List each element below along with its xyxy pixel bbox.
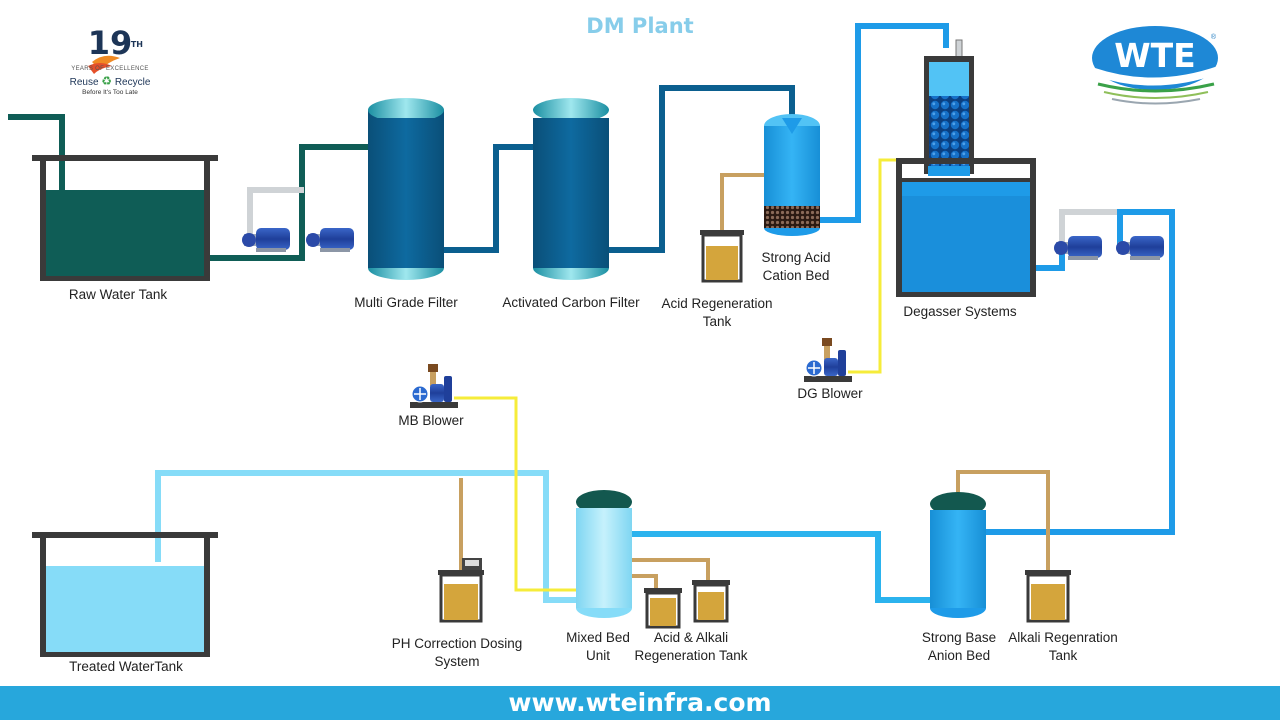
years-text: YEARS OF EXCELLENCE (71, 66, 149, 72)
label-acid-regeneration-tank: Acid Regeneration Tank (656, 295, 778, 331)
mb-chem-line-2 (630, 558, 710, 584)
label-acid-regeneration-line2: Tank (702, 314, 732, 329)
label-acid-alkali-line1: Acid & Alkali (653, 630, 729, 645)
label-strong-acid-line2: Cation Bed (762, 268, 830, 283)
raw-pump-2 (306, 228, 354, 252)
strong-acid-cation-bed (764, 114, 820, 236)
mb-air-line (454, 396, 578, 592)
cation-to-degasser-pipe (820, 23, 949, 223)
label-strong-acid-line1: Strong Acid (761, 250, 831, 265)
label-activated-carbon-filter: Activated Carbon Filter (502, 295, 640, 310)
pumps-to-anion-pipe (986, 209, 1175, 535)
anniversary-suffix: TH (130, 40, 143, 49)
degasser-system (896, 39, 1036, 297)
label-alkali-regen-line2: Tank (1048, 648, 1078, 663)
label-ph-dosing-line1: PH Correction Dosing (391, 636, 523, 651)
anniversary-number-text: 19 (87, 24, 133, 62)
treated-water-tank (32, 532, 218, 657)
degasser-pump-2 (1116, 236, 1164, 260)
anniversary-number: 19 TH (55, 26, 165, 60)
label-mixed-bed-unit: Mixed Bed Unit (560, 629, 636, 665)
pump-bypass-pipe-1 (247, 187, 304, 238)
acid-alkali-regeneration-tanks (644, 580, 730, 629)
dg-air-line (848, 158, 900, 374)
label-raw-water-tank: Raw Water Tank (68, 287, 168, 302)
raw-to-mgf-pipe (207, 144, 372, 261)
degasser-pump-1 (1054, 236, 1102, 260)
recycle-icon: ♻ (101, 74, 113, 88)
mb-blower (410, 364, 458, 408)
registered-mark: ® (1210, 34, 1216, 41)
label-acid-regeneration-line1: Acid Regeneration (661, 296, 773, 311)
label-treated-water-tank: Treated WaterTank (69, 659, 183, 674)
raw-water-inlet-pipe (8, 114, 65, 193)
anniversary-badge-graphic (88, 55, 120, 74)
label-multi-grade-filter: Multi Grade Filter (354, 295, 458, 310)
tagline: Before It's Too Late (82, 89, 138, 96)
acid-dosing-line-cation (720, 173, 767, 238)
label-strong-base-line1: Strong Base (921, 630, 997, 645)
reuse-text: Reuse (69, 77, 99, 88)
raw-water-tank (32, 155, 218, 281)
label-acid-alkali-line2: Regeneration Tank (634, 648, 748, 663)
mgf-to-acf-pipe (442, 144, 538, 253)
wte-logo: WTE ® (1090, 26, 1220, 106)
label-strong-base-line2: Anion Bed (927, 648, 991, 663)
label-alkali-regeneration-tank: Alkali Regenration Tank (1000, 629, 1126, 665)
label-ph-correction-dosing: PH Correction Dosing System (388, 635, 526, 671)
strong-base-anion-bed (930, 492, 986, 618)
label-mixed-bed-line2: Unit (585, 648, 610, 663)
raw-pump-1 (242, 228, 290, 252)
acf-to-cation-pipe (608, 85, 795, 253)
ph-correction-dosing-system (438, 558, 484, 623)
pump-bypass-pipe-2 (1059, 209, 1122, 246)
wte-logo-text: WTE (1114, 36, 1196, 75)
label-ph-dosing-line2: System (434, 654, 480, 669)
label-mixed-bed-line1: Mixed Bed (566, 630, 630, 645)
anion-to-mb-pipe (630, 531, 935, 603)
label-acid-alkali-regeneration-tank: Acid & Alkali Regeneration Tank (628, 629, 754, 665)
recycle-text: Recycle (114, 77, 151, 88)
label-strong-base-anion-bed: Strong Base Anion Bed (914, 629, 1004, 665)
website-link[interactable]: www.wteinfra.com (508, 688, 772, 717)
multi-grade-filter (368, 98, 444, 280)
label-alkali-regen-line1: Alkali Regenration (1008, 630, 1118, 645)
reuse-recycle: Reuse ♻ Recycle (55, 74, 165, 88)
page-title: DM Plant (586, 14, 694, 38)
alkali-regeneration-tank (1025, 570, 1071, 623)
mixed-bed-unit (576, 490, 632, 618)
activated-carbon-filter (533, 98, 609, 280)
wte-logo-shape (1092, 26, 1218, 105)
label-strong-acid-cation-bed: Strong Acid Cation Bed (752, 249, 840, 285)
footer-bar: www.wteinfra.com (0, 686, 1280, 720)
mb-to-treated-pipe (155, 470, 578, 603)
anniversary-badge: 19 TH YEARS OF EXCELLENCE Reuse ♻ Recycl… (55, 26, 165, 106)
acid-regeneration-tank (700, 230, 744, 283)
label-degasser-systems: Degasser Systems (903, 304, 1017, 319)
label-mb-blower: MB Blower (398, 413, 464, 428)
label-dg-blower: DG Blower (797, 386, 863, 401)
dg-blower (804, 338, 852, 382)
